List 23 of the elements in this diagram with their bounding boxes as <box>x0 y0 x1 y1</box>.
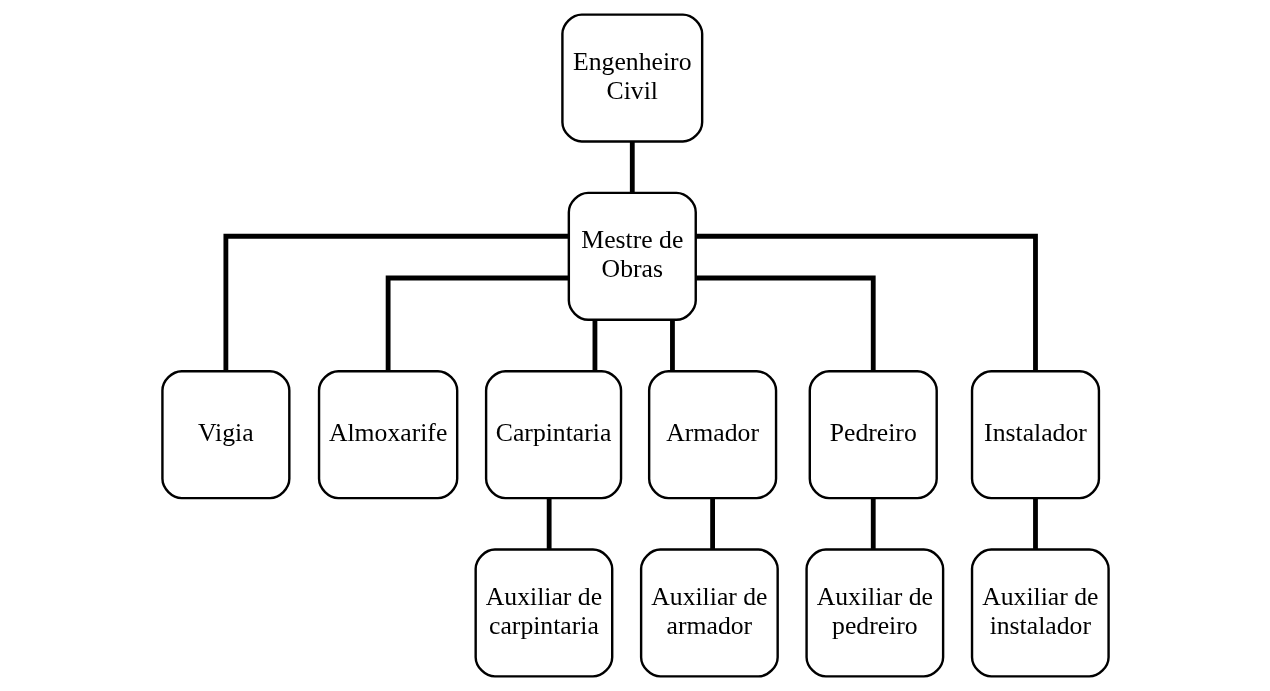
node-box: Instalador <box>970 370 1100 500</box>
node-box: Vigia <box>160 370 291 500</box>
node-box: Auxiliar de armador <box>639 548 779 678</box>
connector <box>669 320 675 371</box>
node-box: Pedreiro <box>808 370 938 500</box>
node-box: Auxiliar de instalador <box>970 548 1110 678</box>
node-box: Engenheiro Civil <box>560 13 703 143</box>
connector <box>222 233 569 371</box>
connector <box>592 320 597 371</box>
connector <box>546 498 552 549</box>
connector <box>709 498 715 549</box>
connector <box>629 141 635 193</box>
node-box: Armador <box>647 370 777 500</box>
node-box: Almoxarife <box>317 370 458 500</box>
node-box: Carpintaria <box>484 370 622 500</box>
node-box: Mestre de Obras <box>567 191 697 321</box>
connector <box>385 275 569 371</box>
connector <box>695 233 1038 371</box>
node-box: Auxiliar de carpintaria <box>473 548 613 678</box>
connector <box>870 498 876 549</box>
connector <box>695 275 876 371</box>
node-box: Auxiliar de pedreiro <box>804 548 944 678</box>
connector <box>1032 498 1038 549</box>
